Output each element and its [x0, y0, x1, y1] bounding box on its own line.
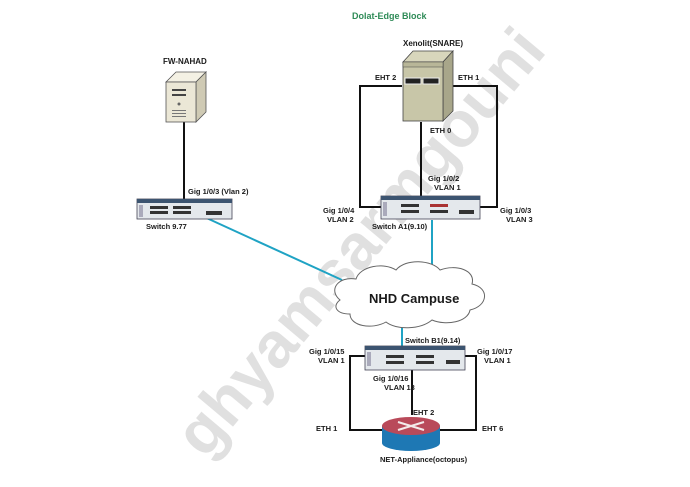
port-appliance-eth1: ETH 1: [316, 424, 337, 433]
server-tower-icon: [165, 71, 207, 123]
port-xenolit-eht2: EHT 2: [375, 73, 396, 82]
cloud-icon: [334, 261, 485, 329]
port-b1-gig1017-vlan: VLAN 1: [484, 356, 511, 365]
switch-977-label: Switch 9.77: [146, 222, 187, 231]
port-a1-gig102-vlan: VLAN 1: [434, 183, 461, 192]
diagram-title: Dolat-Edge Block: [352, 11, 428, 21]
switch-b1-label: Switch B1(9.14): [405, 336, 461, 345]
port-b1-gig1016-vlan: VLAN 13: [384, 383, 415, 392]
port-xenolit-eth0: ETH 0: [430, 126, 451, 135]
router-icon: [382, 417, 440, 451]
link-b1-appliance-eth1: [349, 355, 384, 431]
port-b1-gig1016: Gig 1/0/16: [373, 374, 408, 383]
switch-a1-label: Switch A1(9.10): [372, 222, 428, 231]
net-appliance-node[interactable]: NET-Appliance(octopus): [380, 417, 468, 464]
server-tower-icon: [402, 49, 454, 122]
switch-977-node[interactable]: Switch 9.77: [136, 198, 233, 231]
port-a1-gig103-vlan: VLAN 3: [506, 215, 533, 224]
switch-b1-node[interactable]: Switch B1(9.14): [364, 336, 466, 371]
port-xenolit-eth1: ETH 1: [458, 73, 479, 82]
net-appliance-label: NET-Appliance(octopus): [380, 455, 468, 464]
xenolit-label: Xenolit(SNARE): [403, 39, 463, 48]
port-a1-gig104: Gig 1/0/4: [323, 206, 355, 215]
fw-nahad-node[interactable]: FW-NAHAD: [163, 57, 207, 123]
switch-icon: [364, 345, 466, 371]
link-xenolit-a1-eht2: [359, 85, 402, 208]
link-switch977-cloud: [199, 214, 343, 281]
port-a1-gig102: Gig 1/0/2: [428, 174, 459, 183]
links: [183, 85, 498, 431]
nhd-campuse-cloud[interactable]: NHD Campuse: [334, 261, 485, 329]
link-b1-appliance-eht6: [438, 355, 477, 431]
fw-nahad-label: FW-NAHAD: [163, 57, 207, 66]
port-a1-gig104-vlan: VLAN 2: [327, 215, 354, 224]
link-xenolit-a1-eth1: [440, 85, 498, 208]
watermark: ghyamsarmgouni: [161, 14, 559, 469]
switch-icon: [380, 195, 481, 220]
port-label-fw: Gig 1/0/3 (Vlan 2): [188, 187, 249, 196]
port-appliance-eht6: EHT 6: [482, 424, 503, 433]
port-b1-gig1015-vlan: VLAN 1: [318, 356, 345, 365]
switch-a1-node[interactable]: Switch A1(9.10): [372, 195, 481, 231]
switch-icon: [136, 198, 233, 220]
port-a1-gig103: Gig 1/0/3: [500, 206, 531, 215]
port-appliance-eht2: EHT 2: [413, 408, 434, 417]
cloud-label: NHD Campuse: [369, 291, 459, 306]
xenolit-node[interactable]: Xenolit(SNARE): [402, 39, 463, 122]
port-b1-gig1015: Gig 1/0/15: [309, 347, 344, 356]
port-b1-gig1017: Gig 1/0/17: [477, 347, 512, 356]
